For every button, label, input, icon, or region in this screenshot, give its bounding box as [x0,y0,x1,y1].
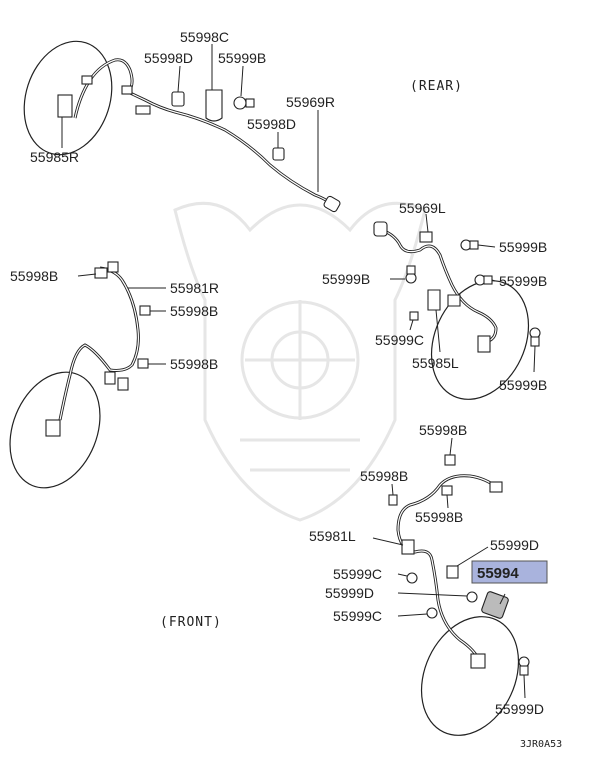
clip-55998B-a [94,267,108,279]
section-tag-rear: (REAR) [410,79,463,94]
front-left-connector [489,481,503,493]
bolt-55999D-b [466,591,478,603]
section-tag-front: (FRONT) [160,615,222,630]
label-55998B-b: 55998B [170,303,218,319]
front-right-grommet [107,261,119,273]
label-55998D-2: 55998D [247,116,296,132]
bolt-55999C-c [426,607,438,619]
bolt-55999B-c-head [483,275,493,285]
label-55998B-f: 55998B [415,509,463,525]
label-55999C-b: 55999C [333,566,382,582]
label-55999C-c: 55999C [333,608,382,624]
clip-55998B-d [444,454,456,466]
clip-55998B-b [139,305,151,316]
label-55999B-c: 55999B [499,273,547,289]
label-55985L: 55985L [412,355,459,371]
clip-55998D [171,91,185,107]
label-55981L: 55981L [309,528,356,544]
label-55998C: 55998C [180,29,229,45]
figure-code: 3JR0A53 [520,739,562,750]
clip-55998B-e [388,494,398,506]
bolt-55999B-e-head [530,336,540,347]
bolt-55999D-a [446,565,459,579]
label-55999B-b: 55999B [499,239,547,255]
bracket-55985L [427,289,441,311]
front-right-clip-2 [117,377,129,391]
front-right-sensor [45,419,61,437]
label-55999B: 55999B [218,50,266,66]
front-right-assembly [9,261,151,489]
label-55998D: 55998D [144,50,193,66]
clip-55998D-2 [272,147,285,161]
label-55969L: 55969L [399,200,446,216]
label-55994: 55994 [477,565,519,582]
front-left-clip [401,539,415,555]
label-55998B-c: 55998B [170,356,218,372]
label-55999D-a: 55999D [490,537,539,553]
label-55999D-b: 55999D [325,585,374,601]
bolt-55999B-head [245,98,255,108]
label-55998B-d: 55998B [419,422,467,438]
rear-right-clip-2 [121,85,133,95]
front-right-clip [104,371,116,385]
rear-right-assembly [23,40,341,213]
label-55969R: 55969R [286,94,335,110]
rear-left-connector [373,221,388,237]
rear-right-clip-3 [135,105,151,115]
watermark-emblem [173,201,427,522]
rear-left-clip [419,231,433,243]
bolt-55999B [233,96,247,110]
sensor-55994 [481,591,509,619]
clip-55999C [409,311,419,321]
label-55998B-a: 55998B [10,268,58,284]
front-left-assembly [388,454,530,736]
label-55999B-e: 55999B [499,377,547,393]
highlight-55994 [471,560,548,584]
label-55998B-e: 55998B [360,468,408,484]
front-left-disc [420,616,520,736]
bolt-55999C-b [406,572,418,584]
rear-left-clip-2 [447,294,461,307]
bracket-55998C [205,89,223,122]
bolt-55999B-b-head [469,240,479,250]
label-55999D-c: 55999D [495,701,544,717]
bolt-55999B-d-head [406,265,416,275]
clip-55998B-c [137,358,149,369]
clip-55998B-f [441,485,453,496]
rear-left-sensor [477,335,491,353]
rear-right-clip [81,75,93,85]
label-55985R: 55985R [30,149,79,165]
bolt-55999D-c-head [519,665,529,676]
rear-right-sensor [57,94,73,118]
front-left-sensor-mount [470,653,486,669]
label-55999C: 55999C [375,332,424,348]
rear-left-assembly [373,221,541,400]
label-55981R: 55981R [170,280,219,296]
rear-right-connector [323,195,341,213]
label-55999B-d: 55999B [322,271,370,287]
